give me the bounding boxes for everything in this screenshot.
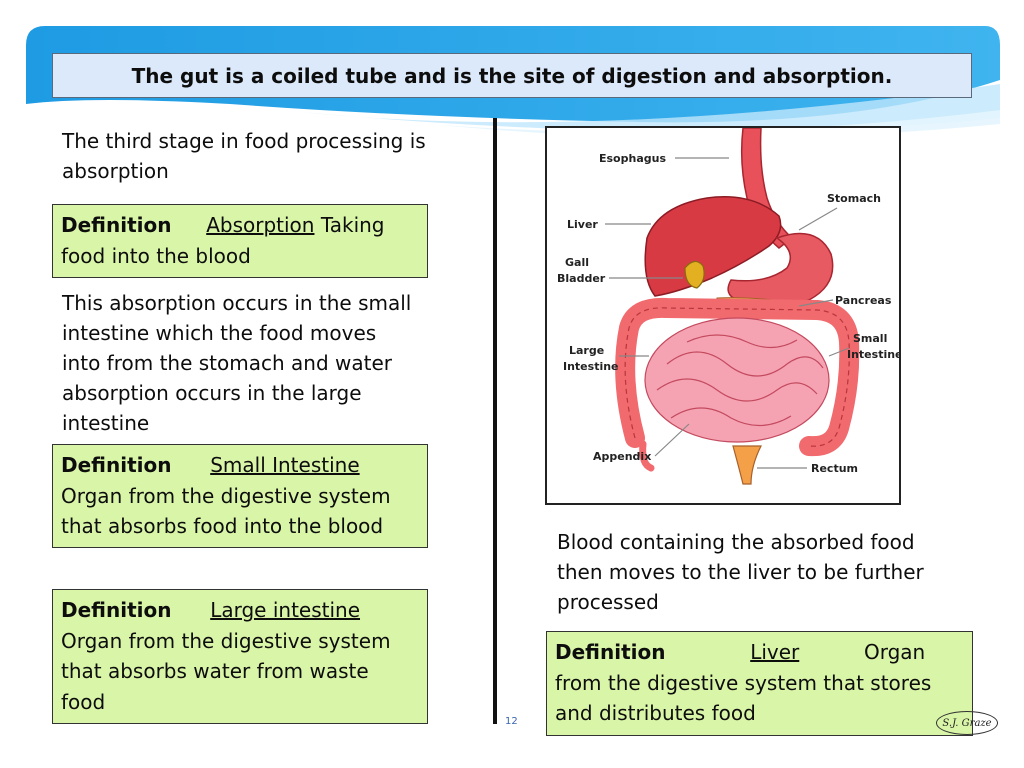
label-large: Large: [569, 344, 604, 357]
large-intestine-ridges: [624, 307, 850, 447]
appendix-shape: [639, 440, 655, 472]
gall-bladder-shape: [684, 260, 705, 289]
definition-text: Organ from the digestive system that sto…: [555, 640, 932, 725]
definition-term: Liver: [750, 640, 800, 664]
definition-text: Organ from the digestive system that abs…: [61, 628, 391, 714]
definition-text: Taking food into the blood: [61, 213, 385, 268]
definition-term: Large intestine: [210, 598, 361, 622]
label-rectum: Rectum: [811, 462, 858, 475]
definition-label: Definition: [555, 640, 666, 664]
label-appendix: Appendix: [593, 450, 651, 463]
definition-label: Definition: [61, 213, 172, 237]
definition-absorption: Definition Absorption Taking food into t…: [52, 204, 428, 278]
small-intestine-shape: [644, 317, 830, 443]
definition-label: Definition: [61, 598, 172, 622]
label-bladder: Bladder: [557, 272, 606, 285]
definition-term: Small Intestine: [210, 453, 360, 477]
definition-text: Organ from the digestive system that abs…: [61, 483, 391, 539]
slide-number: 12: [505, 716, 518, 727]
label-leader-lines: [605, 157, 850, 469]
column-divider: [493, 118, 497, 724]
label-intestine-small: Intestine: [847, 348, 899, 361]
label-stomach: Stomach: [827, 192, 881, 205]
liver-text: Blood containing the absorbed food then …: [557, 530, 924, 614]
intro-text: The third stage in food processing is ab…: [62, 129, 426, 183]
definition-small-intestine: Definition Small Intestine Organ from th…: [52, 444, 428, 548]
label-liver: Liver: [567, 218, 598, 231]
label-pancreas: Pancreas: [835, 294, 892, 307]
label-esophagus: Esophagus: [599, 152, 666, 165]
signature-logo: S.J. Graze: [936, 711, 998, 735]
label-small: Small: [853, 332, 887, 345]
rectum-shape: [732, 445, 762, 485]
definition-label: Definition: [61, 453, 172, 477]
liver-shape: [644, 196, 782, 297]
definition-term: Absorption: [206, 213, 315, 237]
digestive-system-diagram: Esophagus Stomach Liver Gall Bladder Pan…: [545, 126, 901, 505]
definition-liver: Definition Liver Organ from the digestiv…: [546, 631, 973, 736]
definition-large-intestine: Definition Large intestine Organ from th…: [52, 589, 428, 724]
label-intestine-large: Intestine: [563, 360, 619, 373]
slide-title: The gut is a coiled tube and is the site…: [52, 53, 972, 98]
digestive-system-illustration: Esophagus Stomach Liver Gall Bladder Pan…: [557, 128, 899, 485]
label-gall: Gall: [565, 256, 589, 269]
absorption-text: This absorption occurs in the small inte…: [62, 291, 412, 435]
